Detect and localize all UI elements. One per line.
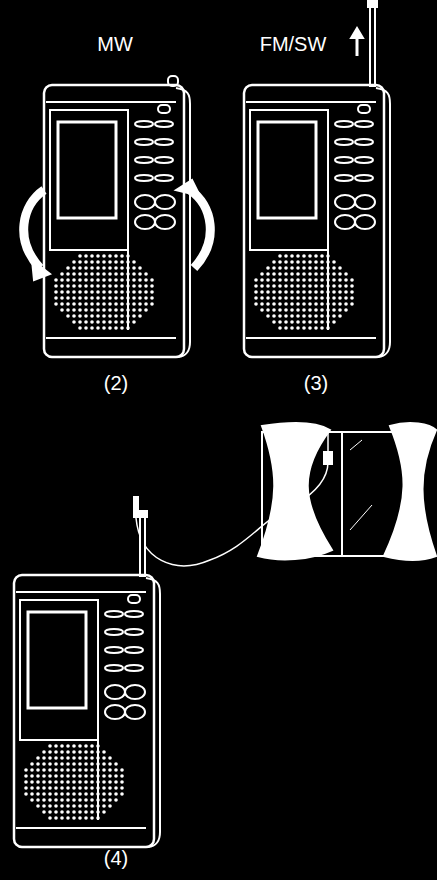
radio (244, 1, 390, 357)
band-label: MW (97, 33, 133, 56)
band-label: FM/SW (260, 33, 327, 56)
antenna-clip (133, 496, 139, 518)
radio (44, 76, 190, 357)
step-number: (3) (304, 372, 328, 395)
step-number: (4) (104, 847, 128, 870)
step-number: (2) (104, 372, 128, 395)
radio (14, 511, 160, 847)
